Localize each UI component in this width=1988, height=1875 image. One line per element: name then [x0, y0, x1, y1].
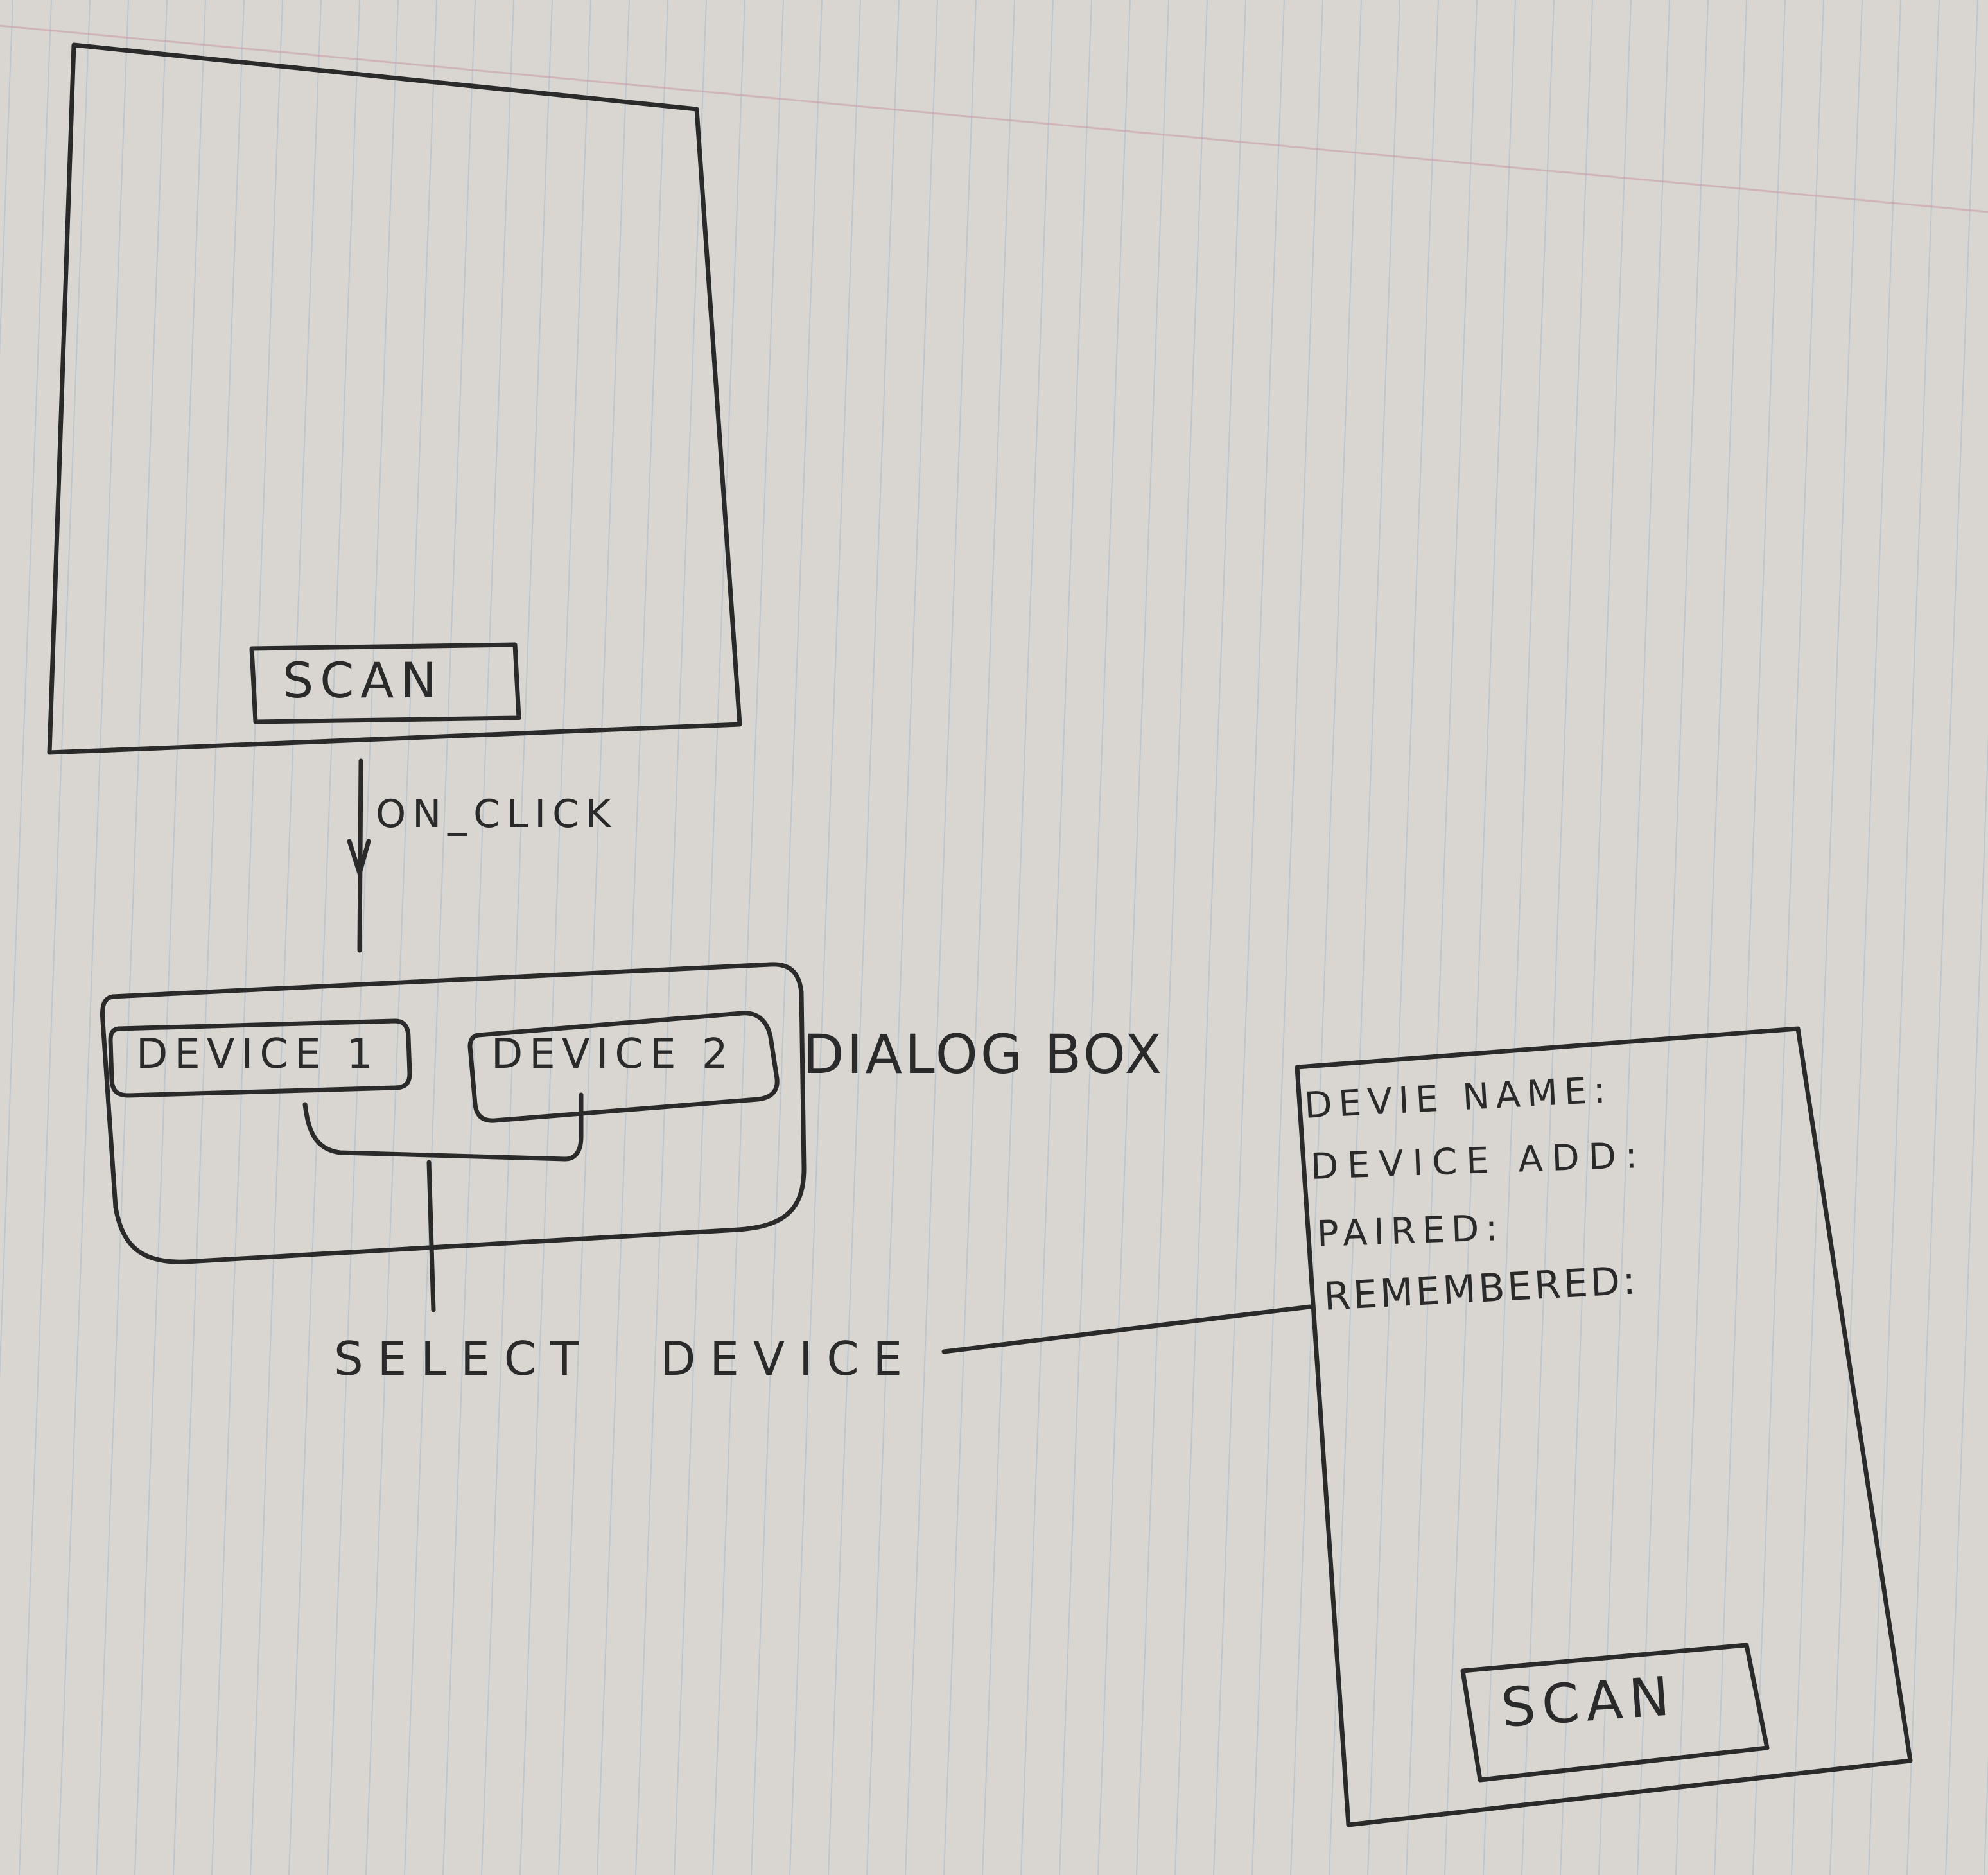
rule-line — [134, 0, 206, 1875]
device-2-button[interactable] — [467, 1011, 780, 1123]
rule-line — [1444, 0, 1516, 1875]
rule-line — [1367, 0, 1439, 1875]
rule-line — [1829, 0, 1901, 1875]
screen-1-scan-label: SCAN — [283, 652, 444, 709]
rule-line — [327, 0, 399, 1875]
rule-line — [597, 0, 668, 1875]
rule-line — [404, 0, 476, 1875]
rule-line — [1521, 0, 1593, 1875]
screen-2-scan-label: SCAN — [1499, 1664, 1678, 1740]
screen-2-scan-button[interactable] — [1460, 1643, 1770, 1783]
rule-line — [1020, 0, 1092, 1875]
select-device-label: SELECT DEVICE — [334, 1332, 917, 1386]
rule-line — [635, 0, 707, 1875]
rule-line — [1598, 0, 1670, 1875]
rule-line — [674, 0, 746, 1875]
rule-line — [0, 0, 13, 358]
rule-line — [1097, 0, 1169, 1875]
rule-line — [1483, 0, 1555, 1875]
device-1-button[interactable] — [108, 1018, 412, 1098]
on-click-label: ON_CLICK — [376, 792, 618, 837]
rule-line — [1868, 0, 1940, 1875]
rule-line — [1174, 0, 1246, 1875]
screen-2-frame — [1295, 1026, 1913, 1827]
rule-line — [1675, 0, 1747, 1875]
rule-line — [1791, 0, 1863, 1875]
device-2-label: DEVICE 2 — [491, 1031, 735, 1078]
rule-line — [1251, 0, 1323, 1875]
select-to-details-arrow — [941, 1304, 1312, 1354]
rule-line — [1136, 0, 1208, 1875]
rule-line — [288, 0, 360, 1875]
rule-line — [905, 0, 977, 1875]
rule-line — [1945, 733, 1988, 1875]
rule-line — [211, 0, 283, 1875]
rule-line — [1213, 0, 1285, 1875]
rule-line — [1714, 0, 1786, 1875]
rule-line — [365, 0, 437, 1875]
rule-line — [519, 0, 591, 1875]
rule-line — [789, 0, 861, 1875]
rule-line — [1906, 0, 1978, 1875]
rule-line — [751, 0, 823, 1875]
rule-line — [442, 0, 514, 1875]
paired-field: PAIRED: — [1316, 1207, 1505, 1255]
select-device-line — [426, 1160, 436, 1312]
rule-line — [0, 0, 52, 1381]
rule-line — [173, 0, 245, 1875]
rule-line — [828, 0, 900, 1875]
rule-line — [96, 0, 168, 1875]
device-select-connector — [302, 1092, 584, 1162]
screen-1-scan-button[interactable] — [249, 642, 521, 724]
rule-line — [982, 0, 1054, 1875]
rule-line — [1560, 0, 1632, 1875]
rule-line — [1637, 0, 1709, 1875]
screen-1-frame — [47, 42, 742, 755]
on-click-arrow-head — [347, 839, 371, 876]
rule-line — [712, 0, 784, 1875]
rule-line — [1752, 0, 1824, 1875]
rule-line — [558, 0, 630, 1875]
rule-line — [250, 0, 322, 1875]
rule-line — [1984, 1756, 1988, 1875]
rule-line — [57, 0, 129, 1875]
rule-line — [1059, 0, 1131, 1875]
margin-line — [0, 24, 1988, 213]
rule-line — [1290, 0, 1362, 1875]
device-1-label: DEVICE 1 — [136, 1031, 379, 1078]
rule-line — [1406, 0, 1478, 1875]
dialog-box-label: DIALOG BOX — [803, 1023, 1165, 1086]
dialog-box-frame — [100, 962, 807, 1264]
rule-line — [866, 0, 938, 1875]
rule-line — [943, 0, 1015, 1875]
rule-line — [1329, 0, 1400, 1875]
rule-line — [19, 0, 91, 1875]
rule-line — [481, 0, 553, 1875]
on-click-arrow — [357, 758, 363, 953]
